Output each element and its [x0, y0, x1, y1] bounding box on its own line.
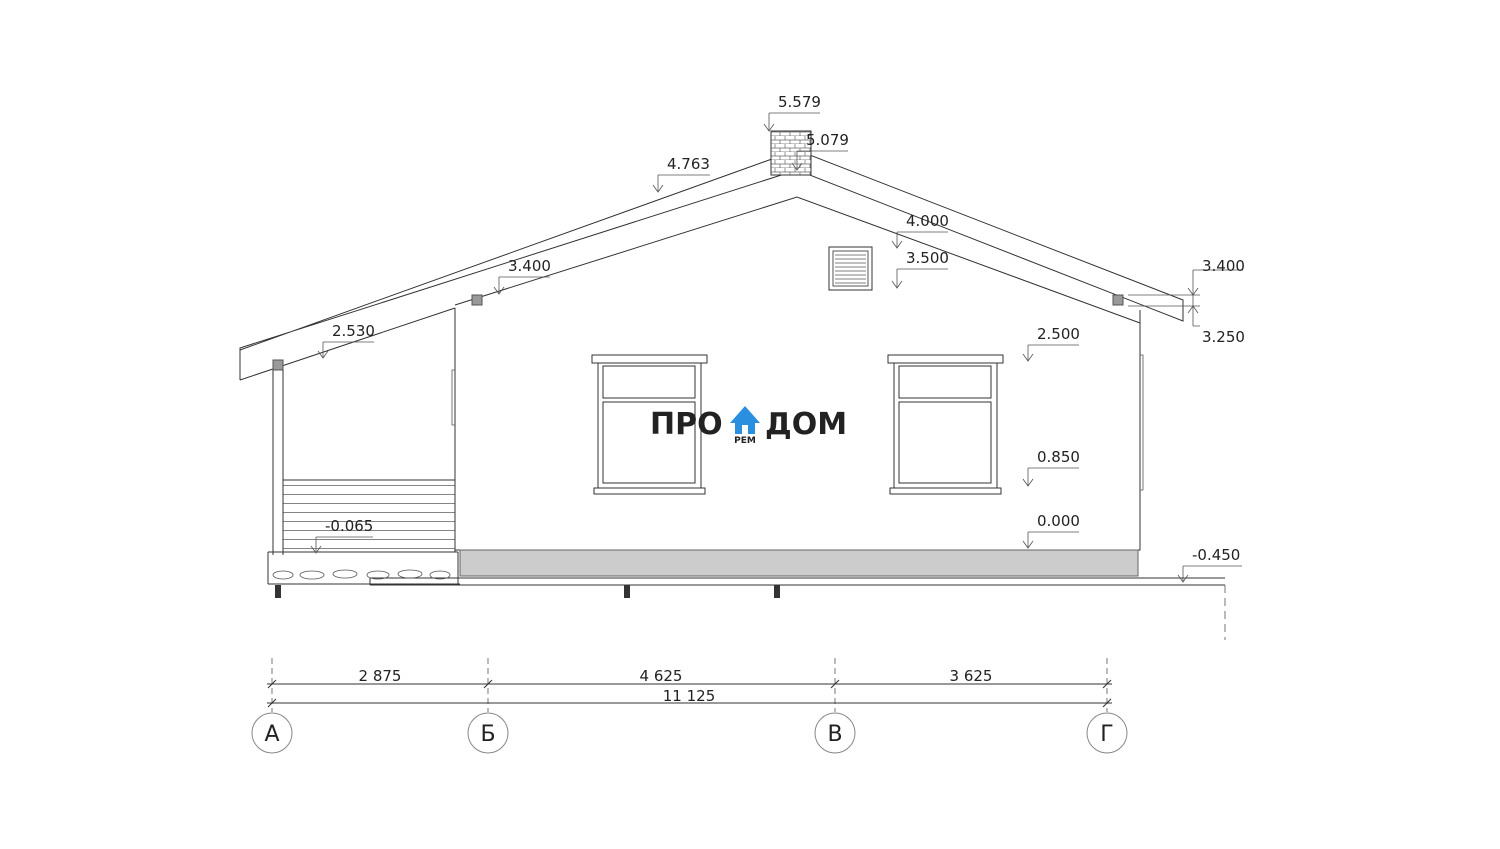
level-leader-eave_left	[498, 276, 550, 294]
level-gable-inner: 4.000	[906, 212, 949, 230]
level-window-top: 2.500	[1037, 325, 1080, 343]
dim-ticks-top	[267, 679, 1112, 689]
window-left	[591, 354, 708, 495]
level-arrow-chimney_top	[763, 123, 775, 132]
ground-strip	[369, 577, 1225, 586]
axis-bubble-a	[251, 712, 293, 754]
level-ground: -0.450	[1192, 546, 1240, 564]
dim-seg1: 2 875	[359, 667, 402, 685]
axis-label-b: Б	[480, 722, 495, 747]
level-chimney-base: 5.079	[806, 131, 849, 149]
level-arrow-window_top	[1022, 353, 1034, 362]
level-eave-left: 3.400	[508, 257, 551, 275]
level-leader-porch_floor	[315, 536, 373, 553]
porch-post	[272, 370, 284, 555]
level-arrow-window_bottom	[1022, 478, 1034, 487]
level-eave-right: 3.400	[1202, 257, 1245, 275]
beam-end-right	[1112, 294, 1124, 306]
level-wall-top-right: 3.250	[1202, 328, 1245, 346]
level-arrow-chimney_base	[791, 162, 803, 171]
level-vent: 3.500	[906, 249, 949, 267]
window-right	[887, 354, 1004, 495]
porch-stone-base	[267, 551, 460, 585]
dim-seg3: 3 625	[950, 667, 993, 685]
level-floor: 0.000	[1037, 512, 1080, 530]
pile-1	[275, 585, 281, 598]
axis-bubble-b	[467, 712, 509, 754]
level-arrow-floor	[1022, 540, 1034, 549]
porch	[267, 359, 460, 585]
level-arrow-gable_inner	[891, 240, 903, 249]
level-leader-chimney_top	[768, 112, 820, 131]
axis-bubble-g	[1086, 712, 1128, 754]
level-leader-window_bottom	[1027, 467, 1079, 486]
level-markers: 5.579 5.079 4.763 4.000 3.500 3.400 2.530 2.500…	[310, 93, 1245, 583]
dim-total: 11 125	[663, 687, 716, 705]
beam-end-left	[471, 294, 483, 306]
dimension-chain: 2 875 4 625 3 625 11 125	[267, 658, 1112, 712]
level-leader-vent	[896, 268, 948, 288]
level-leader-ridge	[657, 174, 710, 192]
axis-bubbles: А Б В Г	[251, 712, 1128, 754]
axis-label-a: А	[264, 722, 279, 747]
pile-2	[624, 585, 630, 598]
axis-label-g: Г	[1100, 722, 1113, 747]
porch-roof-underside	[239, 307, 456, 381]
door-edge-right	[1140, 354, 1144, 491]
watermark-logo: ПРО РЕМ ДОМ	[650, 406, 847, 446]
roof-inner-line	[454, 196, 1141, 324]
foundation-plinth	[459, 549, 1139, 577]
axis-label-v: В	[827, 722, 842, 747]
level-leader-ground	[1182, 565, 1242, 582]
pile-3	[774, 585, 780, 598]
level-arrow-porch_roof	[317, 350, 329, 359]
level-arrow-ridge	[652, 184, 664, 193]
level-porch-roof: 2.530	[332, 322, 375, 340]
door-edge-left	[451, 369, 455, 426]
level-arrow-ground	[1177, 574, 1189, 583]
level-ridge: 4.763	[667, 155, 710, 173]
dim-seg2: 4 625	[640, 667, 683, 685]
dim-ticks-bottom	[267, 698, 1112, 708]
level-arrow-vent	[891, 280, 903, 289]
level-leader-gable_inner	[896, 231, 948, 248]
level-leader-floor	[1027, 531, 1079, 548]
logo-sub-text: РЕМ	[734, 436, 756, 446]
level-chimney-top: 5.579	[778, 93, 821, 111]
level-arrow-eave_left	[493, 286, 505, 295]
level-arrow-porch_floor	[310, 545, 322, 554]
chimney	[770, 130, 812, 176]
axis-bubble-v	[814, 712, 856, 754]
level-leader-eave-right	[1128, 269, 1243, 327]
porch-railing	[282, 479, 456, 553]
vent-grille	[828, 246, 873, 291]
porch-beam-end	[272, 359, 284, 371]
level-leader-porch_roof	[322, 341, 374, 358]
level-porch-floor: -0.065	[325, 517, 373, 535]
level-leader-chimney_base	[796, 150, 848, 170]
logo-right-text: ДОМ	[765, 407, 847, 442]
level-leader-window_top	[1027, 344, 1079, 361]
roof	[239, 149, 1184, 381]
house-icon	[730, 406, 760, 434]
logo-left-text: ПРО	[650, 407, 723, 442]
level-window-bottom: 0.850	[1037, 448, 1080, 466]
roof-outline	[239, 149, 1184, 380]
